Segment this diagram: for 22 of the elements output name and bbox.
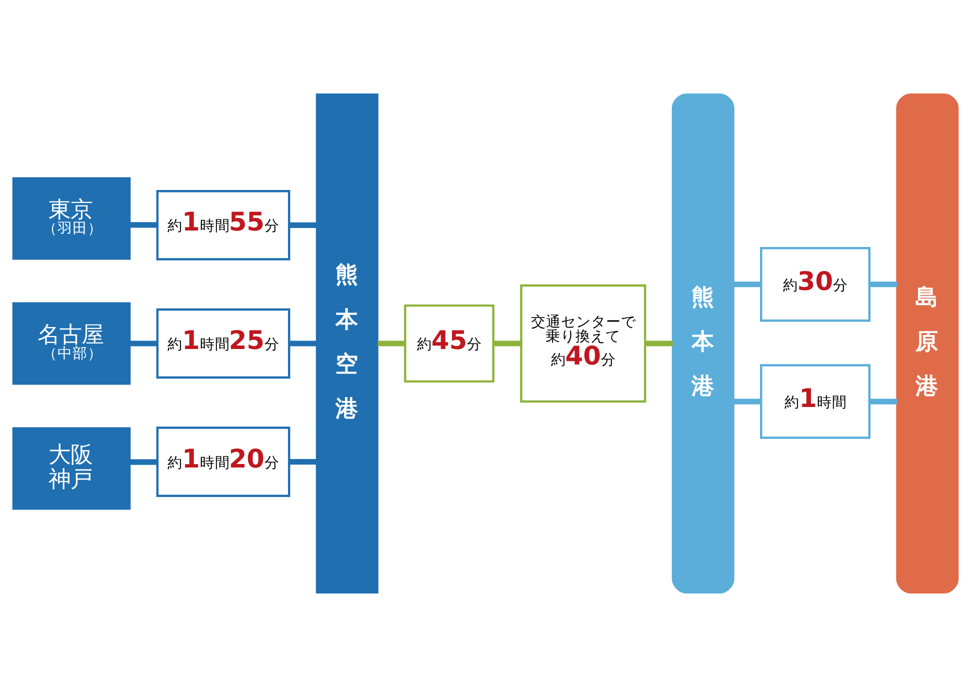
connector xyxy=(644,340,672,346)
connector xyxy=(869,398,897,404)
node-box: 交通センターで乗り換えて 約40分 xyxy=(520,284,646,402)
connector xyxy=(129,340,157,346)
connector xyxy=(732,281,761,287)
connector xyxy=(869,281,897,287)
connector xyxy=(288,222,316,228)
connector xyxy=(129,222,157,228)
node-box: 熊本港 xyxy=(671,93,734,593)
node-box: 大阪 神戸 xyxy=(12,426,130,510)
node-box: 約30分 xyxy=(760,246,870,322)
connector xyxy=(377,340,405,346)
node-box: 熊本空港 xyxy=(315,93,378,593)
node-box: 東京 （羽田） xyxy=(12,176,130,260)
connector xyxy=(129,458,157,464)
node-box: 島原港 xyxy=(896,93,958,593)
connector xyxy=(288,458,316,464)
connector xyxy=(492,340,521,346)
node-box: 約45分 xyxy=(404,304,494,382)
connector xyxy=(732,398,761,404)
connector xyxy=(288,340,316,346)
node-box: 名古屋 （中部） xyxy=(12,302,130,384)
